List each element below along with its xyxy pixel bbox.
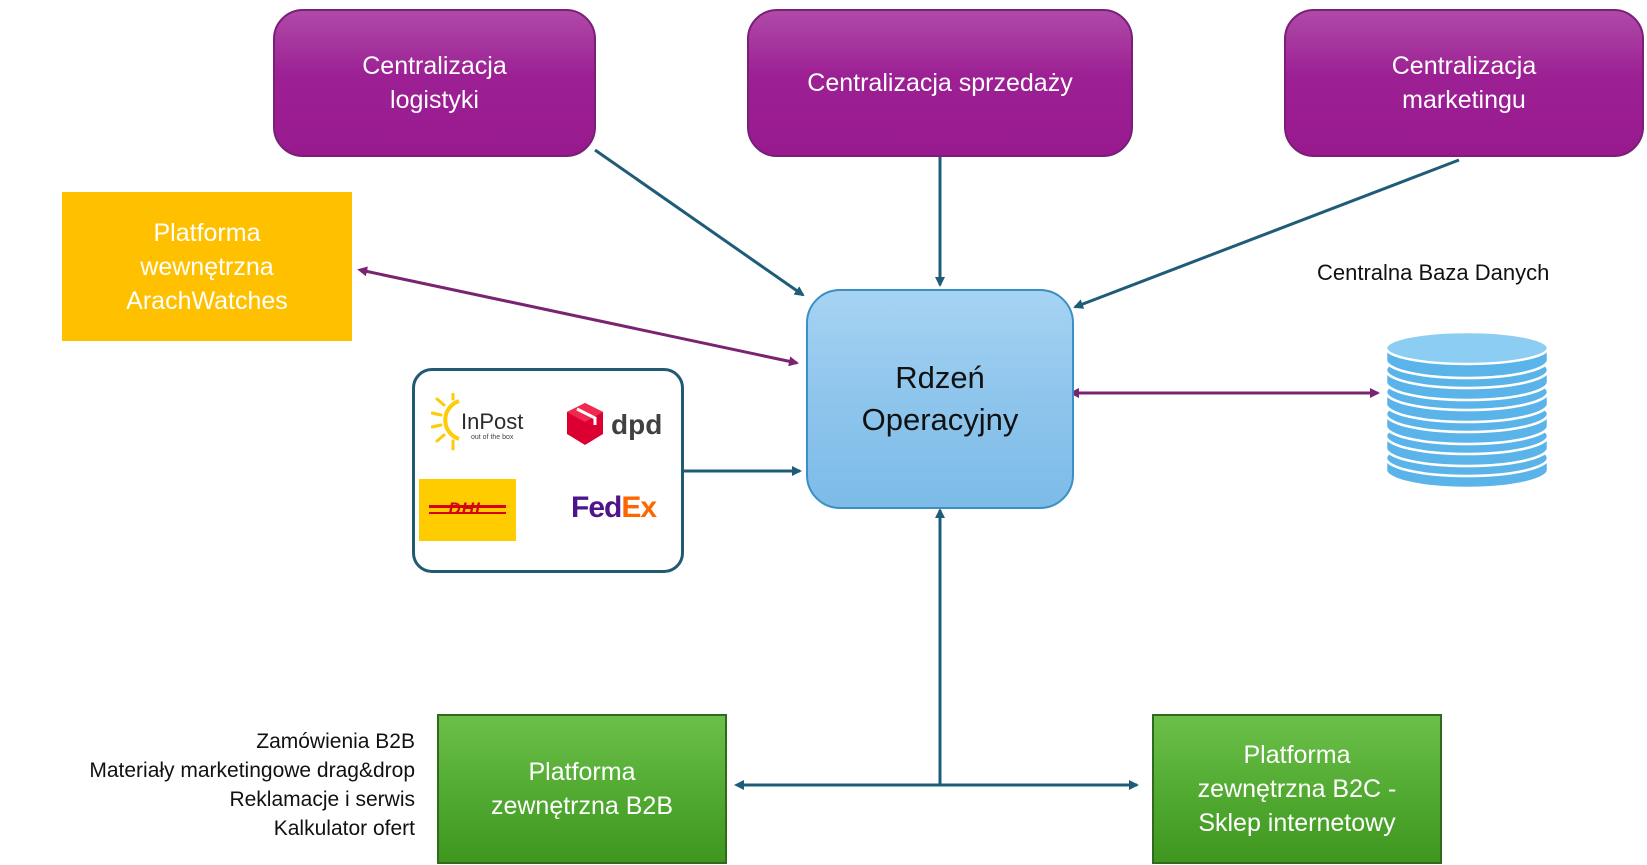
b2b-feature-item: Zamówienia B2B	[256, 730, 415, 753]
b2c-platform-box[interactable]: Platforma zewnętrzna B2C - Sklep interne…	[1152, 714, 1442, 864]
b2b-feature-item: Materiały marketingowe drag&drop	[89, 759, 415, 782]
sales-centralization-label: Centralizacja sprzedaży	[807, 69, 1073, 97]
fedex-logo: FedEx	[571, 491, 657, 525]
b2c-platform-label: Platforma zewnętrzna B2C - Sklep interne…	[1197, 741, 1397, 837]
operational-core-label: Rdzeń Operacyjny	[861, 360, 1019, 437]
inpost-wordmark: InPost	[461, 409, 523, 434]
fedex-wordmark-ex: Ex	[621, 491, 657, 524]
b2b-feature-item: Reklamacje i serwis	[229, 788, 415, 811]
internal-platform-label: Platforma wewnętrzna ArachWatches	[126, 218, 288, 315]
dhl-logo: DHL	[419, 479, 516, 541]
database-icon	[1384, 330, 1550, 490]
database-label: Centralna Baza Danych	[1317, 260, 1550, 285]
internal-platform-box[interactable]: Platforma wewnętrzna ArachWatches	[62, 192, 352, 341]
b2b-platform-label: Platforma zewnętrzna B2B	[490, 758, 674, 820]
b2b-feature-item: Kalkulator ofert	[273, 817, 415, 840]
dhl-wordmark: DHL	[448, 499, 487, 518]
arrow-internal-platform-core	[357, 266, 799, 367]
operational-core-box[interactable]: Rdzeń Operacyjny	[806, 289, 1074, 509]
logistics-centralization-label: Centralizacja logistyki	[362, 52, 507, 114]
marketing-centralization-box[interactable]: Centralizacja marketingu	[1284, 9, 1644, 157]
inpost-logo: InPost out of the box	[431, 393, 523, 451]
carriers-panel[interactable]: InPost out of the box dpd DHL FedEx	[412, 368, 684, 573]
marketing-centralization-label: Centralizacja marketingu	[1391, 52, 1537, 114]
arrow-logistics-to-core	[594, 148, 805, 297]
sales-centralization-box[interactable]: Centralizacja sprzedaży	[747, 9, 1133, 157]
logistics-centralization-box[interactable]: Centralizacja logistyki	[273, 9, 596, 157]
arrow-marketing-to-core	[1073, 158, 1460, 309]
dpd-logo: dpd	[567, 403, 662, 445]
fedex-wordmark-fed: Fed	[571, 491, 622, 524]
b2b-features-list: Zamówienia B2B Materiały marketingowe dr…	[89, 727, 415, 843]
b2b-platform-box[interactable]: Platforma zewnętrzna B2B	[437, 714, 727, 864]
inpost-tagline: out of the box	[471, 434, 514, 441]
dpd-wordmark: dpd	[611, 409, 662, 440]
